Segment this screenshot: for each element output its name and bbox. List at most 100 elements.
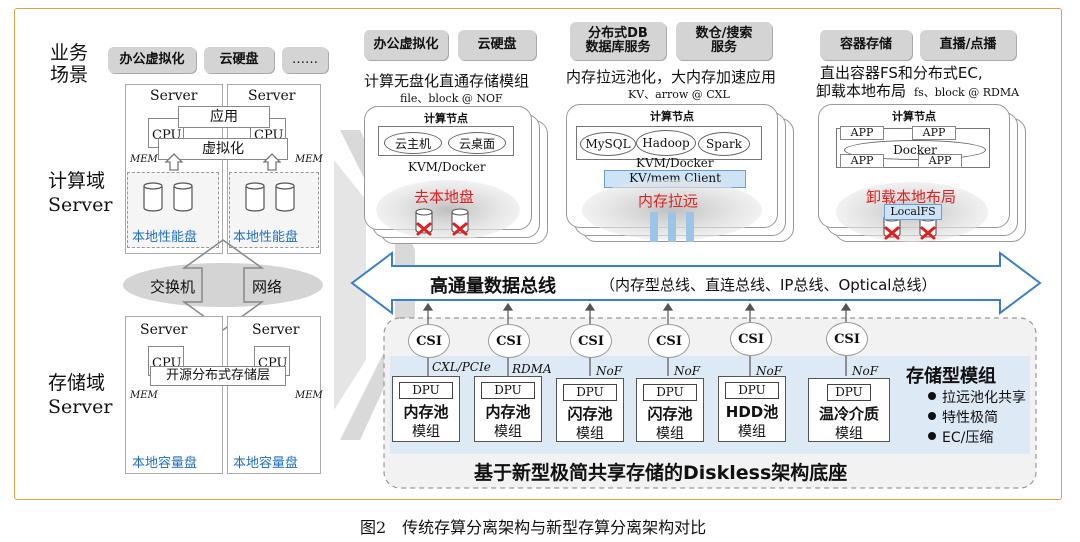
protocol-label: NoF bbox=[756, 364, 783, 378]
mem-label: MEM bbox=[130, 154, 158, 165]
diskless-base-title: 基于新型极简共享存储的Diskless架构底座 bbox=[474, 462, 848, 484]
dpu-box: DPU bbox=[399, 382, 453, 399]
tag-office-virt: 办公虚拟化 bbox=[364, 30, 448, 60]
module-unit: 模组 bbox=[835, 426, 863, 442]
local-perf-disk-area bbox=[229, 172, 319, 248]
tag-cloud-disk: 云硬盘 bbox=[458, 30, 536, 60]
virtualization-bar: 虚拟化 bbox=[158, 138, 288, 160]
kvm-docker-label: KVM/Docker bbox=[636, 156, 714, 170]
app-bar: 应用 bbox=[178, 106, 270, 128]
dpu-box: DPU bbox=[725, 382, 779, 399]
desc-c1: 直出容器FS和分布式EC, bbox=[820, 64, 983, 82]
server-label: Server bbox=[140, 322, 188, 338]
mem-label: MEM bbox=[130, 390, 158, 401]
db-hadoop: Hadoop bbox=[636, 130, 696, 156]
tag-live-vod: 直播/点播 bbox=[920, 30, 1016, 60]
remove-local-disk-label: 去本地盘 bbox=[414, 188, 475, 206]
module-name: 温冷介质 bbox=[818, 405, 879, 423]
server-label: Server bbox=[248, 88, 296, 104]
storage-module-hdd-pool: DPU HDD池 模组 bbox=[718, 376, 786, 442]
local-cap-disk-label: 本地容量盘 bbox=[233, 456, 299, 471]
vm-cloud-host: 云主机 bbox=[384, 132, 442, 154]
app-box: APP bbox=[918, 154, 962, 168]
protocol-label: RDMA bbox=[512, 362, 552, 376]
csi-node: CSI bbox=[570, 324, 612, 358]
storage-server-right bbox=[227, 316, 321, 474]
storage-module-title: 存储型模组 bbox=[906, 366, 996, 387]
csi-node: CSI bbox=[408, 324, 450, 358]
dpu-box: DPU bbox=[563, 384, 617, 401]
scene-tag-cloud-disk: 云硬盘 bbox=[204, 47, 274, 73]
scene-tag-more: …… bbox=[282, 47, 328, 73]
sub-c: fs、block @ RDMA bbox=[914, 86, 1020, 99]
module-name: 闪存池 bbox=[647, 405, 693, 423]
local-perf-disk-label: 本地性能盘 bbox=[132, 230, 198, 245]
node-title: 计算节点 bbox=[424, 112, 468, 125]
oss-layer-bar: 开源分布式存储层 bbox=[150, 366, 286, 386]
tag-warehouse-search: 数仓/搜索 服务 bbox=[676, 22, 772, 60]
switch-label: 交换机 bbox=[150, 278, 196, 296]
db-spark: Spark bbox=[698, 132, 750, 156]
kvm-docker-label: KVM/Docker bbox=[408, 160, 486, 174]
sub-a: file、block @ NOF bbox=[400, 92, 503, 105]
csi-node: CSI bbox=[826, 322, 868, 356]
bus-title: 高通量数据总线 bbox=[430, 276, 556, 297]
network-label: 网络 bbox=[252, 278, 283, 296]
dpu-box: DPU bbox=[643, 384, 697, 401]
mem-label: MEM bbox=[295, 390, 323, 401]
module-unit: 模组 bbox=[738, 424, 766, 440]
module-unit: 模组 bbox=[576, 426, 604, 442]
sub-b: KV、arrow @ CXL bbox=[628, 88, 730, 101]
server-label: Server bbox=[252, 322, 300, 338]
compute-domain-label: 计算域 bbox=[48, 170, 106, 192]
node-title: 计算节点 bbox=[892, 110, 936, 123]
desc-a: 计算无盘化直通存储模组 bbox=[364, 72, 530, 90]
module-name: HDD池 bbox=[725, 403, 779, 421]
storage-module-flash-pool: DPU 闪存池 模组 bbox=[556, 378, 624, 442]
module-name: 内存池 bbox=[485, 403, 531, 421]
vm-cloud-desktop: 云桌面 bbox=[448, 132, 506, 154]
module-unit: 模组 bbox=[494, 424, 522, 440]
feature-item: 拉远池化共享 bbox=[942, 390, 1026, 406]
mem-label: MEM bbox=[295, 154, 323, 165]
module-unit: 模组 bbox=[412, 424, 440, 440]
local-cap-disk-label: 本地容量盘 bbox=[132, 456, 198, 471]
scene-label: 业务 场景 bbox=[50, 42, 89, 86]
bus-subtitle: （内存型总线、直连总线、IP总线、Optical总线） bbox=[600, 276, 937, 294]
storage-server-left bbox=[125, 316, 223, 474]
figure-frame bbox=[14, 8, 1062, 500]
module-unit: 模组 bbox=[656, 426, 684, 442]
desc-c2: 卸载本地布局 bbox=[816, 82, 907, 100]
app-box: APP bbox=[840, 154, 884, 168]
storage-domain-server: Server bbox=[48, 396, 113, 418]
protocol-label: NoF bbox=[596, 364, 623, 378]
csi-node: CSI bbox=[730, 322, 772, 356]
module-name: 闪存池 bbox=[567, 405, 613, 423]
module-name: 内存池 bbox=[403, 403, 449, 421]
offload-layout-label: 卸载本地布局 bbox=[866, 188, 957, 206]
csi-node: CSI bbox=[648, 324, 690, 358]
storage-module-cold-media: DPU 温冷介质 模组 bbox=[808, 378, 890, 442]
memory-remote-label: 内存拉远 bbox=[638, 192, 699, 210]
compute-domain-server: Server bbox=[48, 194, 113, 216]
scene-tag-office-virt: 办公虚拟化 bbox=[108, 47, 196, 73]
local-perf-disk-area bbox=[127, 172, 219, 248]
db-mysql: MySQL bbox=[580, 132, 636, 156]
csi-node: CSI bbox=[488, 324, 530, 358]
dpu-box: DPU bbox=[827, 384, 871, 401]
storage-module-flash-pool: DPU 闪存池 模组 bbox=[636, 378, 704, 442]
localfs-box: LocalFS bbox=[884, 204, 942, 220]
storage-domain-label: 存储域 bbox=[48, 372, 106, 394]
protocol-label: CXL/PCIe bbox=[432, 360, 491, 374]
figure-caption: 图2 传统存算分离架构与新型存算分离架构对比 bbox=[360, 518, 707, 537]
app-box: APP bbox=[840, 126, 884, 140]
protocol-label: NoF bbox=[852, 364, 879, 378]
server-label: Server bbox=[150, 88, 198, 104]
protocol-label: NoF bbox=[674, 364, 701, 378]
feature-item: 特性极简 bbox=[942, 410, 998, 426]
storage-module-memory-pool: DPU 内存池 模组 bbox=[392, 376, 460, 442]
dpu-box: DPU bbox=[481, 382, 535, 399]
node-title: 计算节点 bbox=[650, 110, 694, 123]
tag-distributed-db: 分布式DB 数据库服务 bbox=[570, 22, 666, 60]
